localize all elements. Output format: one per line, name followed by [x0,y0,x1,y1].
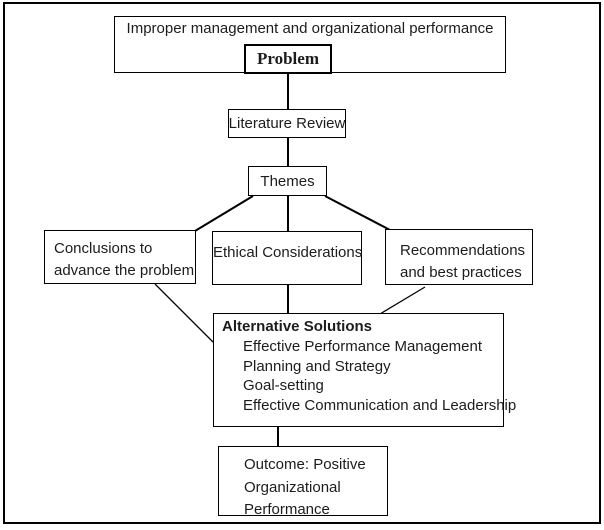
node-alternative-solutions: Alternative Solutions Effective Performa… [213,313,517,427]
alternative-solutions-item: Goal-setting [243,377,324,394]
ethical-considerations-label: Ethical Considerations [213,244,363,261]
outcome-line-3: Performance [244,501,330,518]
literature-review-label: Literature Review [228,115,346,132]
themes-label: Themes [260,172,315,190]
node-conclusions: Conclusions to advance the problem [44,230,196,284]
node-recommendations: Recommendations and best practices [385,229,533,285]
node-literature-review: Literature Review [228,109,346,138]
recommendations-line-2: and best practices [400,264,522,281]
alternative-solutions-item: Planning and Strategy [243,357,391,375]
alternative-solutions-item: Effective Communication and Leadership [243,396,517,414]
diagram-frame [3,2,601,524]
problem-label: Problem [256,49,319,68]
node-themes: Themes [248,166,327,196]
node-ethical-considerations: Ethical Considerations [212,231,362,285]
conclusions-line-2: advance the problem [54,262,195,279]
alternative-solutions-title: Alternative Solutions [222,318,373,335]
node-outcome: Outcome: Positive Organizational Perform… [218,446,388,518]
alternative-solutions-item: Effective Performance Management [243,338,483,355]
node-problem: Problem [244,44,332,74]
conclusions-line-1: Conclusions to [54,240,153,257]
recommendations-line-1: Recommendations [400,242,526,259]
problem-area-label: Improper management and organizational p… [126,20,494,37]
outcome-line-2: Organizational [244,478,341,496]
outcome-line-1: Outcome: Positive [244,456,366,473]
